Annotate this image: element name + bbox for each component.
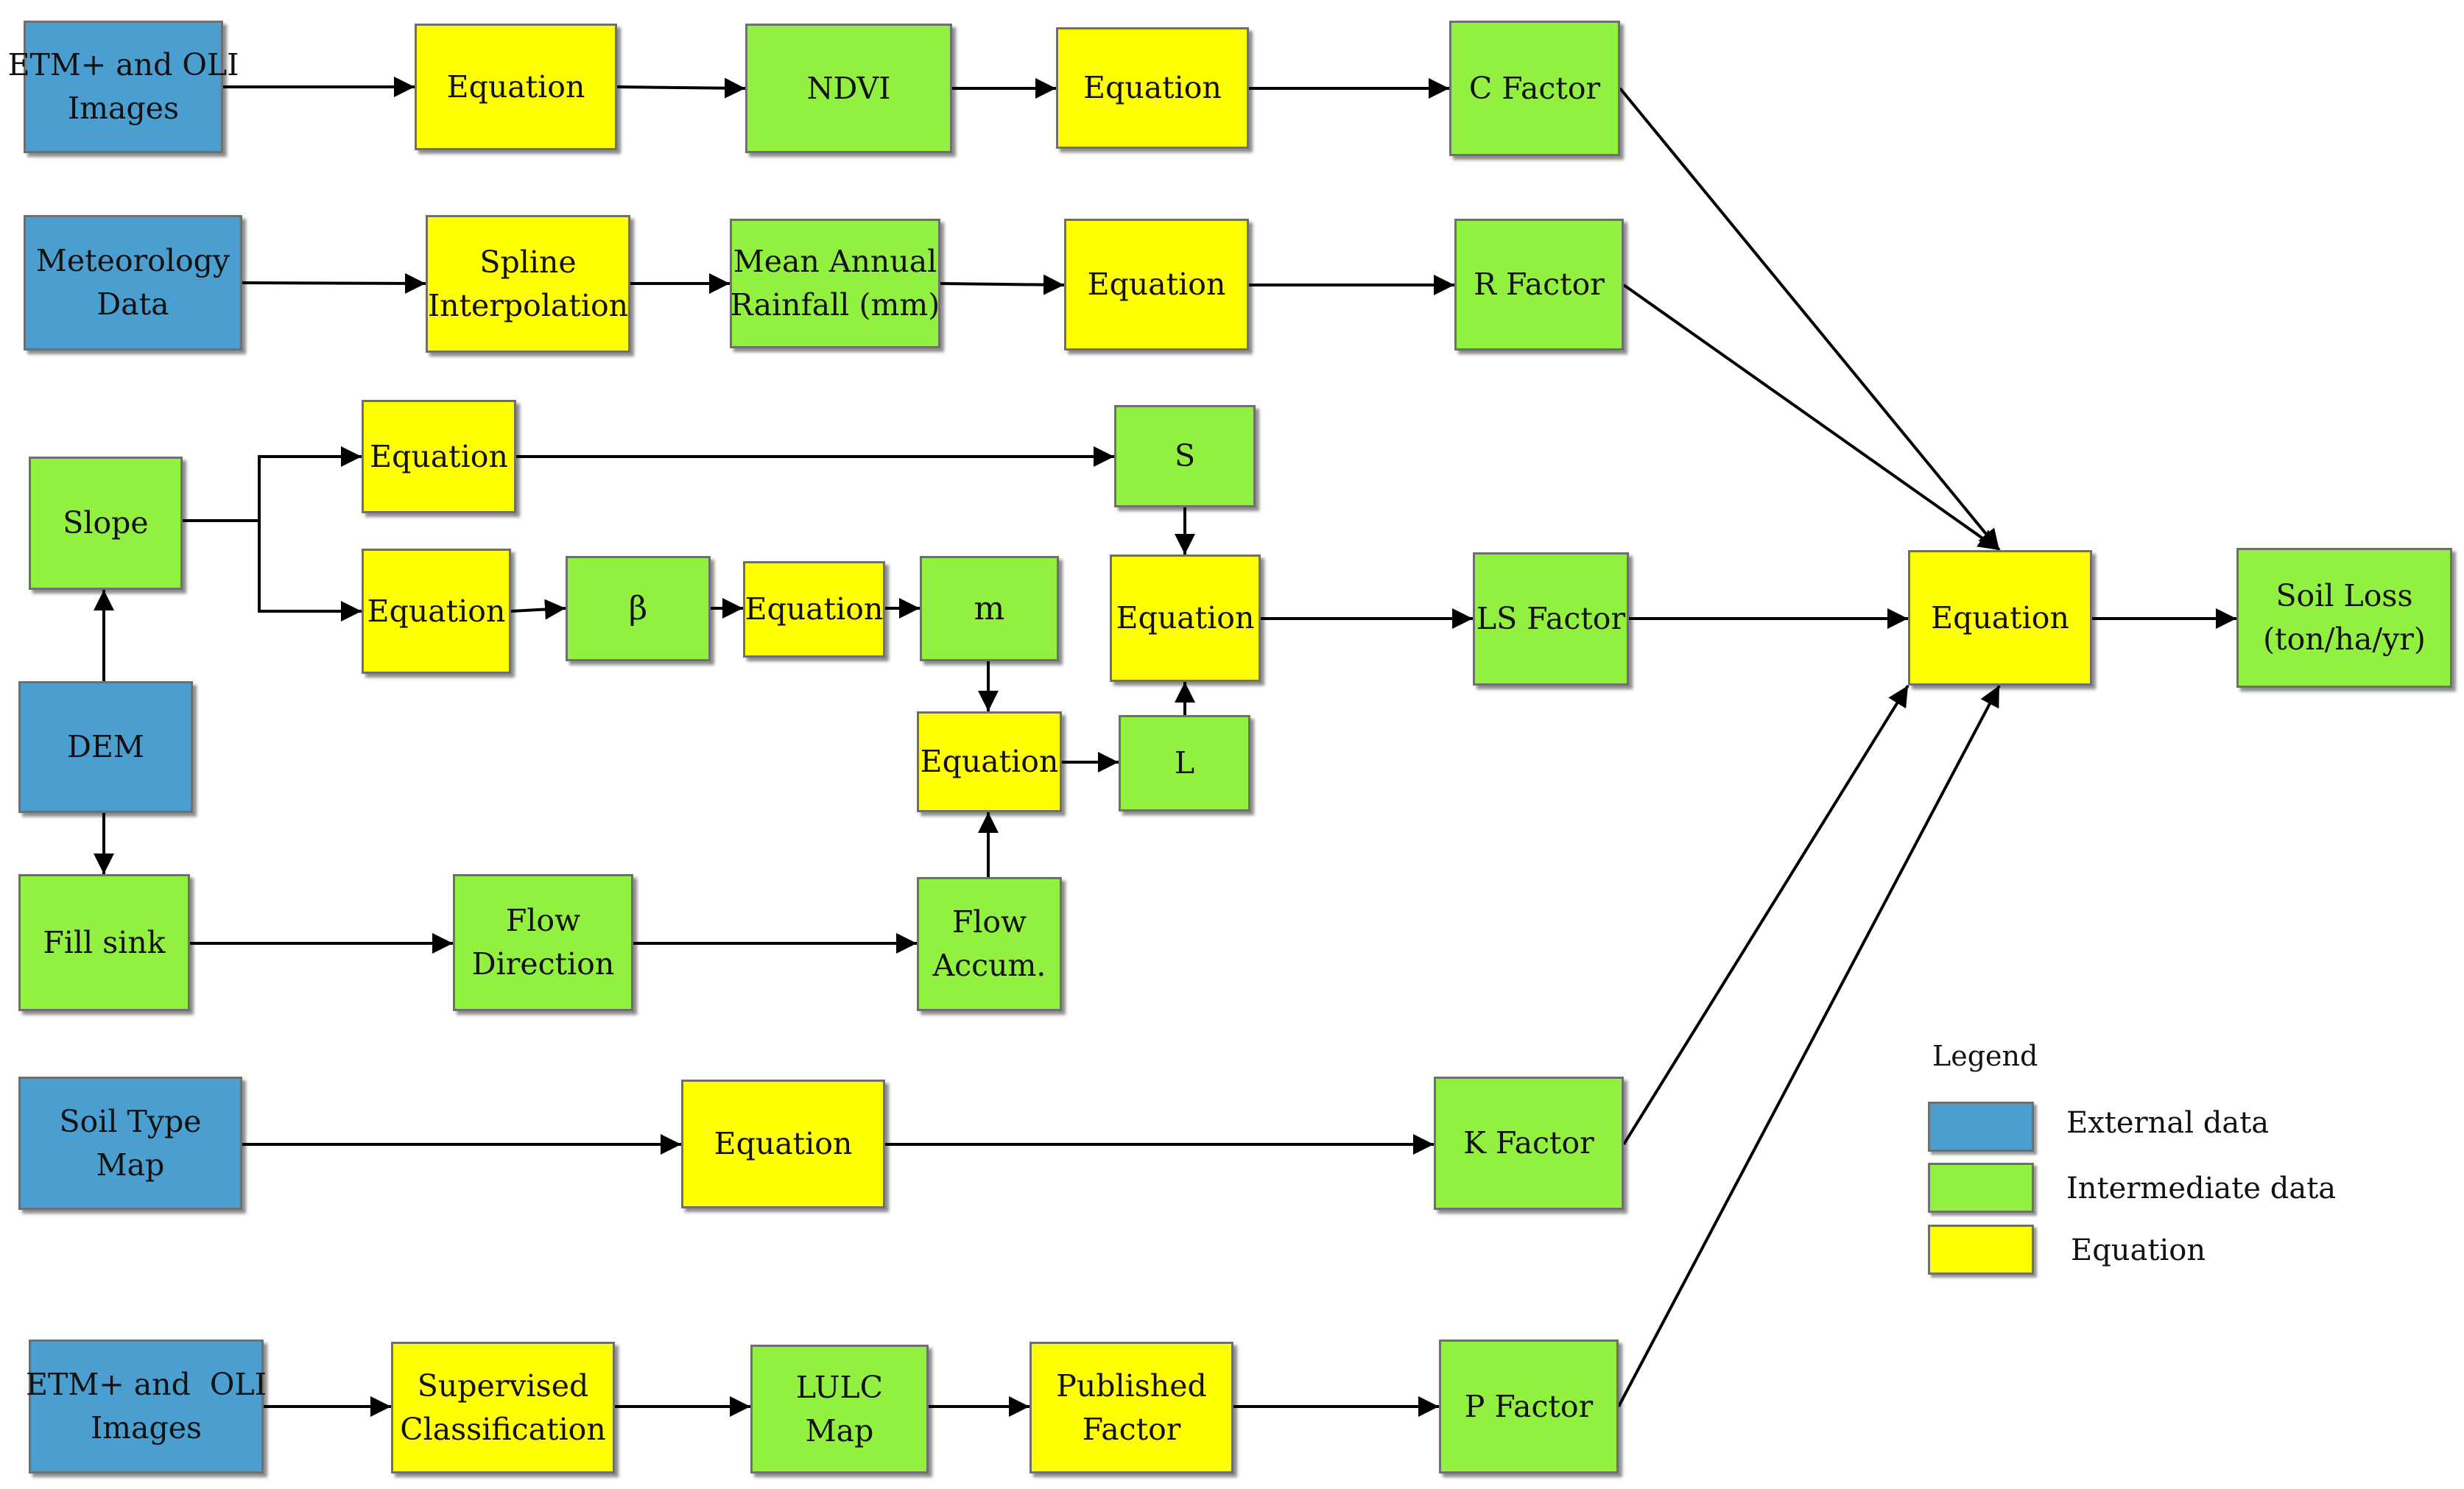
meteorology-data-box: Meteorology Data xyxy=(24,215,242,351)
legend-swatch-equation xyxy=(1928,1225,2034,1275)
equation-box-row1: Equation xyxy=(415,24,617,150)
arrow-rainfall-to-eq xyxy=(940,274,1065,295)
arrow-eq-to-beta xyxy=(510,599,566,620)
l-box: L xyxy=(1119,715,1250,812)
flow-direction-box: Flow Direction xyxy=(453,874,633,1011)
legend-title: Legend xyxy=(1932,1040,2038,1072)
soil-loss-box: Soil Loss (ton/ha/yr) xyxy=(2236,548,2452,688)
equation-box-slope-beta: Equation xyxy=(362,549,511,674)
c-factor-box: C Factor xyxy=(1449,21,1620,156)
legend-label-external: External data xyxy=(2066,1106,2270,1140)
arrow-kfactor-to-final xyxy=(1622,684,1909,1146)
beta-box: β xyxy=(566,556,711,661)
spline-interpolation-box: Spline Interpolation xyxy=(426,215,630,353)
p-factor-box: P Factor xyxy=(1439,1340,1619,1474)
s-box: S xyxy=(1114,405,1256,507)
equation-box-rainfall-r: Equation xyxy=(1064,219,1249,351)
r-factor-box: R Factor xyxy=(1454,219,1624,351)
equation-box-slope-s: Equation xyxy=(362,400,516,513)
arrow-meteo-to-spline xyxy=(242,272,426,294)
equation-box-final: Equation xyxy=(1908,550,2092,686)
ls-factor-box: LS Factor xyxy=(1473,552,1629,686)
arrow-rfactor-to-final xyxy=(1622,284,2001,552)
equation-box-m-l: Equation xyxy=(917,711,1062,812)
fill-sink-box: Fill sink xyxy=(18,874,190,1011)
supervised-classification-box: Supervised Classification xyxy=(391,1342,615,1474)
equation-box-beta-m: Equation xyxy=(743,561,885,658)
mean-annual-rainfall-box: Mean Annual Rainfall (mm) xyxy=(730,219,940,348)
lulc-map-box: LULC Map xyxy=(750,1345,929,1474)
etm-bottom-box: ETM+ and OLI Images xyxy=(26,1340,267,1474)
legend-swatch-intermediate xyxy=(1928,1163,2034,1213)
arrow-eq-to-ndvi xyxy=(616,77,746,99)
equation-box-ls: Equation xyxy=(1110,555,1261,682)
arrow-cfactor-to-final xyxy=(1619,87,2001,552)
slope-box: Slope xyxy=(29,457,183,590)
legend-swatch-external xyxy=(1928,1102,2034,1152)
equation-box-ndvi-c: Equation xyxy=(1056,27,1249,149)
arrow-slope-to-eq-beta xyxy=(258,521,362,622)
soil-type-map-box: Soil Type Map xyxy=(18,1077,242,1210)
dem-box: DEM xyxy=(18,681,193,813)
published-factor-box: Published Factor xyxy=(1029,1342,1233,1474)
legend-label-equation: Equation xyxy=(2071,1233,2206,1267)
etm-top-box: ETM+ and OLI Images xyxy=(8,21,239,153)
k-factor-box: K Factor xyxy=(1434,1077,1624,1210)
ndvi-box: NDVI xyxy=(745,24,952,153)
flow-accumulation-box: Flow Accum. xyxy=(917,877,1062,1011)
arrow-slope-to-eq-s xyxy=(183,446,362,522)
arrow-pfactor-to-final xyxy=(1617,685,2001,1407)
equation-box-soil-k: Equation xyxy=(681,1080,885,1208)
m-box: m xyxy=(920,556,1059,661)
legend-label-intermediate: Intermediate data xyxy=(2066,1172,2337,1205)
